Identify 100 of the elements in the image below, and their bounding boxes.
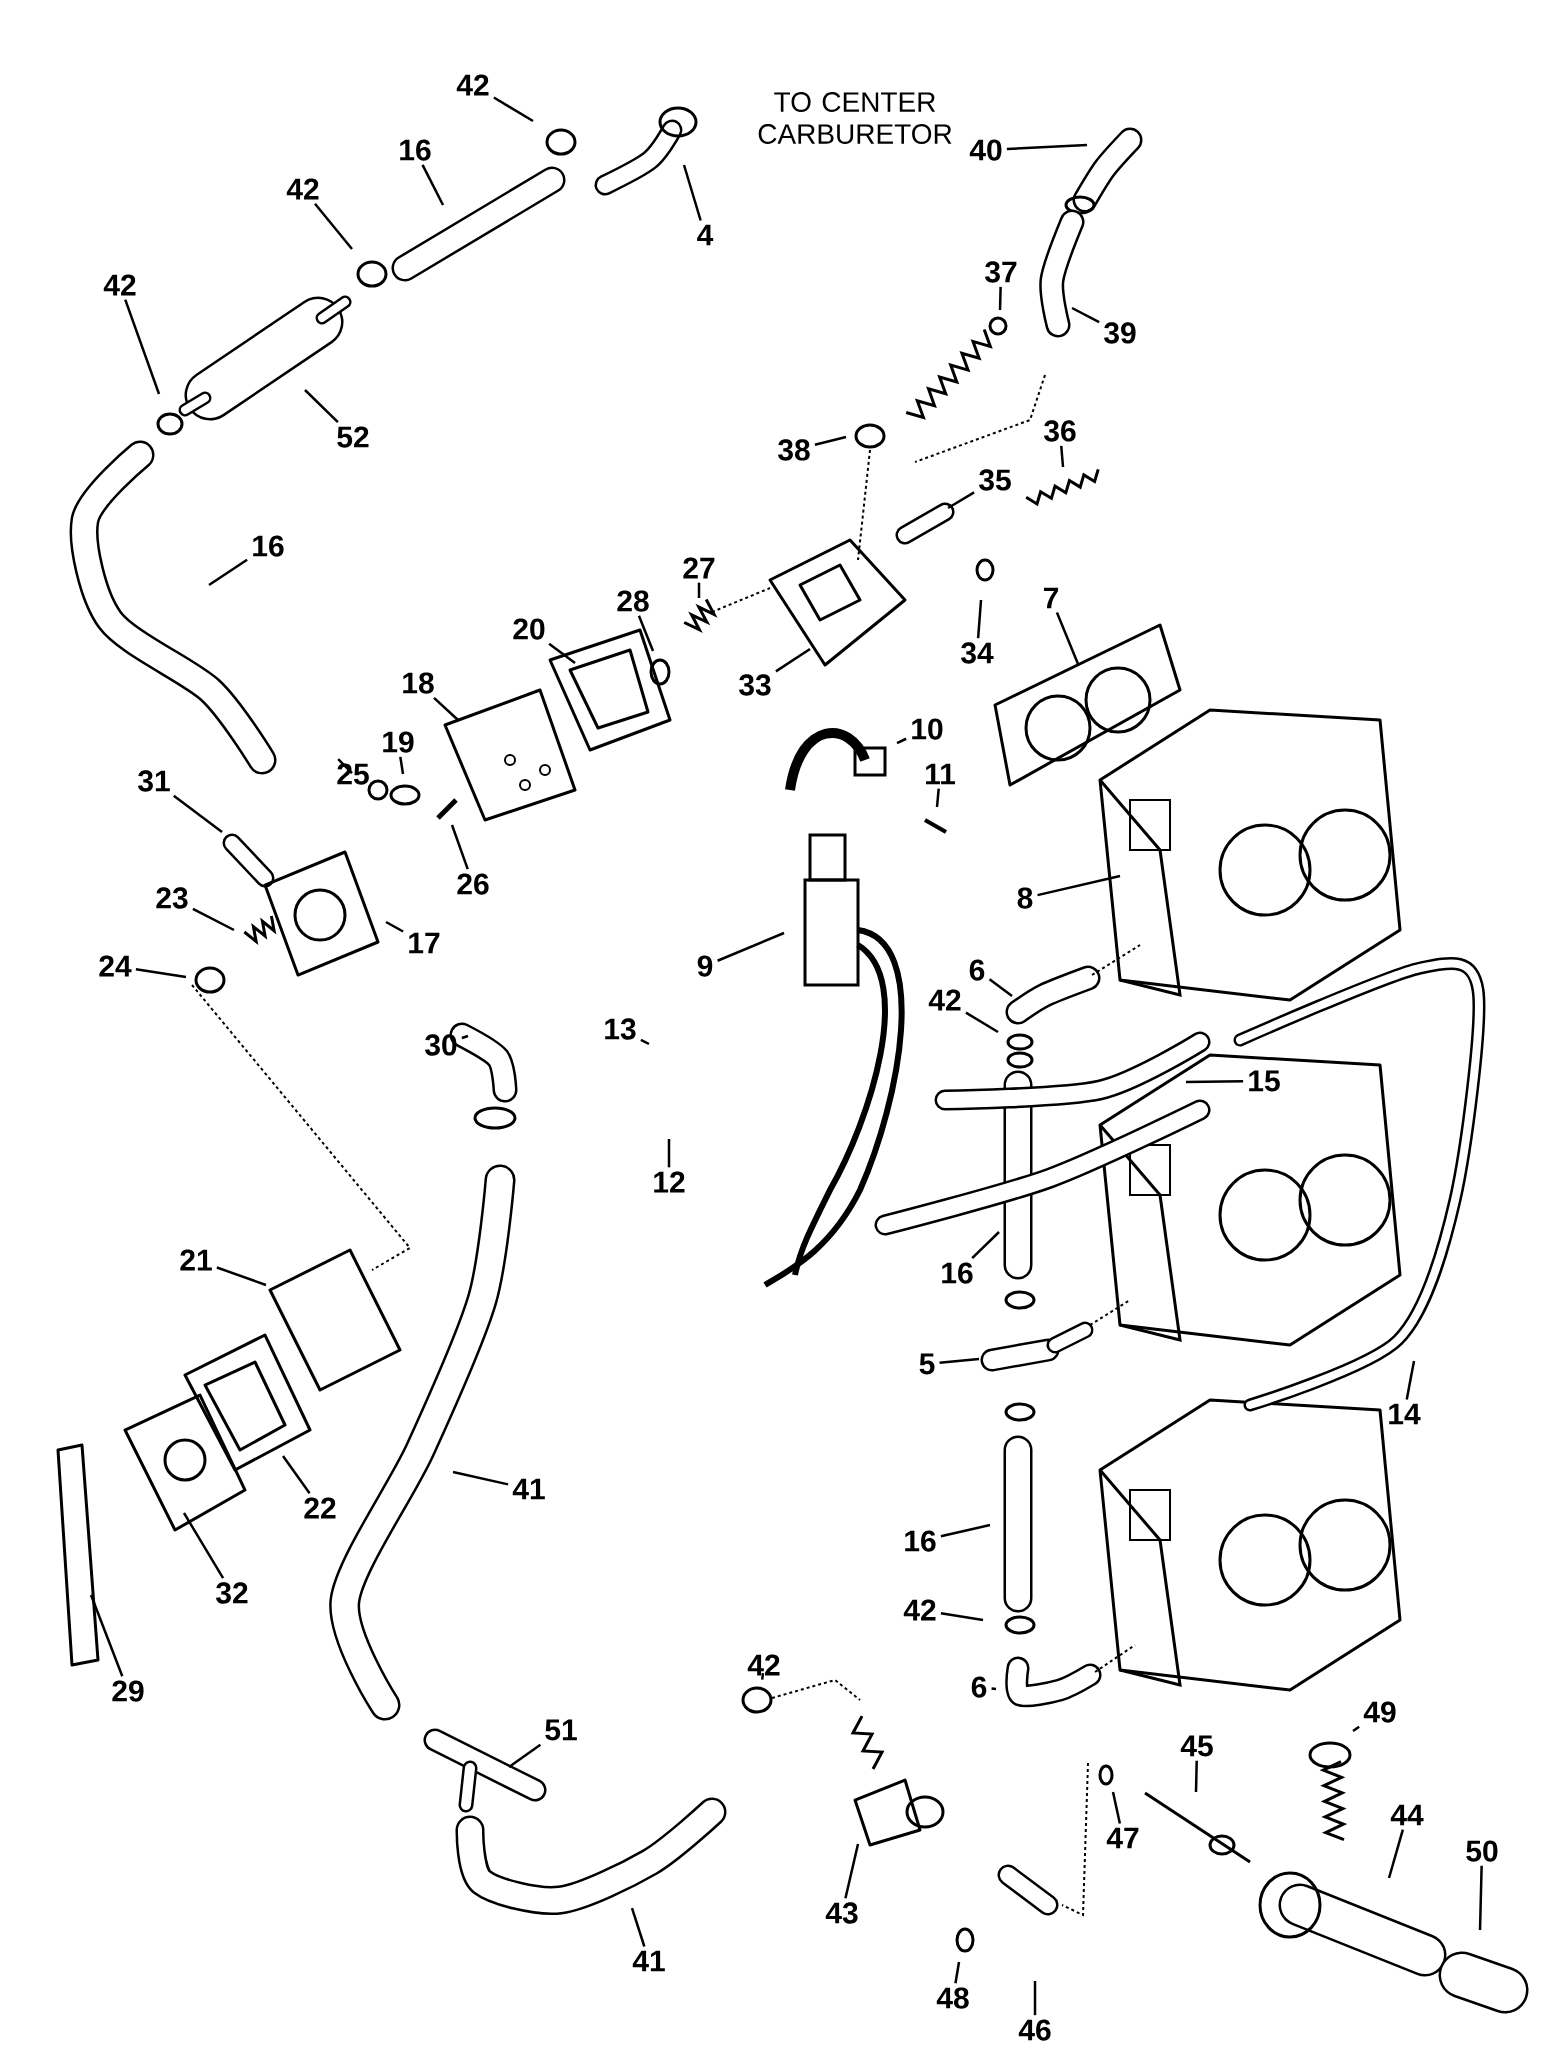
- leader-line: [717, 931, 785, 962]
- callout-number: 29: [112, 1680, 144, 1702]
- leader-line: [630, 1907, 646, 1947]
- callout-number: 23: [156, 887, 188, 909]
- leader-line: [452, 1470, 509, 1486]
- leader-line: [940, 1523, 991, 1538]
- leader-line: [1186, 1080, 1244, 1084]
- callout-number: 30: [425, 1034, 457, 1056]
- leader-line: [971, 1231, 1000, 1260]
- leader-line: [124, 299, 161, 395]
- leader-line: [304, 389, 339, 424]
- callout-number: 35: [979, 469, 1011, 491]
- callout-number: 45: [1180, 1735, 1213, 1757]
- callout-number: 10: [912, 718, 943, 740]
- leader-line: [182, 1512, 225, 1579]
- leader-line: [940, 1612, 984, 1622]
- leader-line: [337, 758, 353, 774]
- callout-number: 26: [457, 873, 489, 895]
- leader-line: [1037, 874, 1121, 897]
- callout-number: 41: [512, 1478, 545, 1500]
- leader-line: [954, 1961, 961, 1984]
- callout-number: 22: [304, 1497, 336, 1519]
- callout-number: 36: [1044, 420, 1076, 442]
- leader-line: [667, 1139, 671, 1168]
- callout-number: 15: [1249, 1070, 1280, 1092]
- callout-number: 52: [337, 426, 369, 448]
- callout-number: 41: [632, 1950, 665, 1972]
- callout-number: 6: [969, 959, 985, 981]
- callout-number: 18: [403, 672, 434, 694]
- callout-number: 13: [605, 1018, 636, 1040]
- callout-number: 9: [697, 955, 713, 977]
- callout-number: 42: [103, 274, 136, 296]
- leader-line: [548, 642, 576, 664]
- callout-number: 19: [383, 731, 414, 753]
- leader-line: [998, 286, 1002, 311]
- callout-number: 17: [409, 932, 440, 954]
- callout-number: 42: [903, 1599, 936, 1621]
- leader-line: [493, 96, 534, 123]
- leader-line: [1405, 1360, 1416, 1400]
- callout-number: 24: [99, 955, 132, 977]
- leader-line: [461, 1034, 469, 1040]
- leader-line: [192, 907, 235, 932]
- callout-number: 50: [1466, 1840, 1498, 1862]
- callout-number: 34: [961, 642, 994, 664]
- callout-number: 6: [971, 1676, 987, 1698]
- callout-number: 48: [936, 1987, 969, 2009]
- callout-number: 21: [180, 1249, 212, 1271]
- callout-number: 32: [216, 1582, 248, 1604]
- leader-line: [1006, 143, 1088, 151]
- leader-line: [939, 1357, 980, 1365]
- callout-number: 42: [456, 74, 489, 96]
- leader-line: [216, 1266, 267, 1287]
- leader-line: [135, 968, 187, 979]
- leader-line: [314, 202, 353, 250]
- callout-number: 16: [253, 535, 284, 557]
- leader-line: [1478, 1865, 1483, 1931]
- leader-line: [1071, 306, 1100, 324]
- callout-number: 14: [1389, 1403, 1421, 1425]
- callout-number: 38: [778, 439, 810, 461]
- leader-line: [1352, 1725, 1360, 1733]
- callout-number: 16: [942, 1262, 973, 1284]
- callout-number: 8: [1017, 887, 1033, 909]
- callout-number: 39: [1104, 322, 1136, 344]
- callout-number: 42: [747, 1654, 780, 1676]
- leader-line: [173, 794, 223, 833]
- leader-line: [450, 824, 469, 870]
- callout-number: 5: [919, 1353, 935, 1375]
- callout-number: 44: [1390, 1804, 1424, 1826]
- callout-number: 7: [1043, 587, 1059, 609]
- callout-number: 4: [697, 224, 714, 246]
- leader-line: [814, 435, 847, 446]
- callout-number: 37: [985, 261, 1017, 283]
- leader-line: [1387, 1829, 1405, 1879]
- callout-number: 20: [513, 618, 545, 640]
- leader-line: [89, 1594, 124, 1677]
- leader-line: [399, 756, 405, 775]
- callout-number: 51: [545, 1719, 577, 1741]
- callout-number: 47: [1106, 1827, 1139, 1849]
- leader-line: [637, 615, 655, 652]
- callout-number: 43: [825, 1902, 858, 1924]
- leader-line: [965, 1011, 999, 1034]
- leader-line: [844, 1843, 860, 1899]
- callout-number: 28: [617, 590, 649, 612]
- leader-line: [760, 1672, 765, 1680]
- leader-line: [433, 696, 459, 721]
- leader-line: [208, 558, 248, 587]
- leader-line: [775, 647, 811, 673]
- leader-line: [1111, 1791, 1122, 1824]
- leader-line: [1055, 612, 1080, 665]
- callout-number: 27: [683, 557, 715, 579]
- leader-line: [385, 920, 404, 933]
- callout-number: 16: [400, 139, 431, 161]
- leader-line: [988, 978, 1013, 997]
- callout-number: 31: [138, 770, 170, 792]
- leader-line: [935, 788, 940, 808]
- callout-number: 40: [969, 139, 1002, 161]
- leader-line: [991, 1687, 997, 1691]
- leader-line: [896, 737, 907, 745]
- callout-number: 42: [928, 989, 961, 1011]
- note-text: TO CENTER CARBURETOR: [758, 92, 952, 144]
